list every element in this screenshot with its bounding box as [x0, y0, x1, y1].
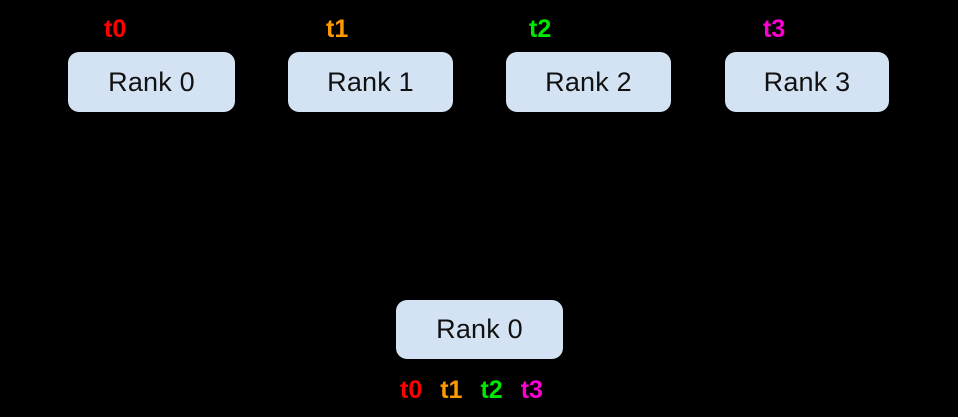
gathered-tag-row: t0 t1 t2 t3	[400, 378, 543, 403]
tag-t0-gathered: t0	[400, 376, 423, 404]
tag-t2-gathered: t2	[480, 376, 503, 404]
arrow-rank1-to-gather	[369, 112, 480, 298]
rank-box-rank-1[interactable]: Rank 1	[288, 52, 453, 112]
rank-box-rank-3[interactable]: Rank 3	[725, 52, 889, 112]
tag-t2-top: t2	[529, 15, 552, 43]
arrow-rank3-to-gather	[478, 112, 807, 298]
arrow-rank2-to-gather	[478, 112, 589, 298]
tag-t1-gathered: t1	[440, 376, 463, 404]
tag-t1-top: t1	[326, 15, 349, 43]
arrow-rank0-to-gather	[150, 112, 480, 298]
rank-box-destination-rank-0[interactable]: Rank 0	[396, 300, 563, 359]
tag-t0-top: t0	[104, 15, 127, 43]
rank-box-rank-0[interactable]: Rank 0	[68, 52, 235, 112]
tag-t3-top: t3	[763, 15, 786, 43]
tag-t3-gathered: t3	[520, 376, 543, 404]
rank-box-rank-2[interactable]: Rank 2	[506, 52, 671, 112]
